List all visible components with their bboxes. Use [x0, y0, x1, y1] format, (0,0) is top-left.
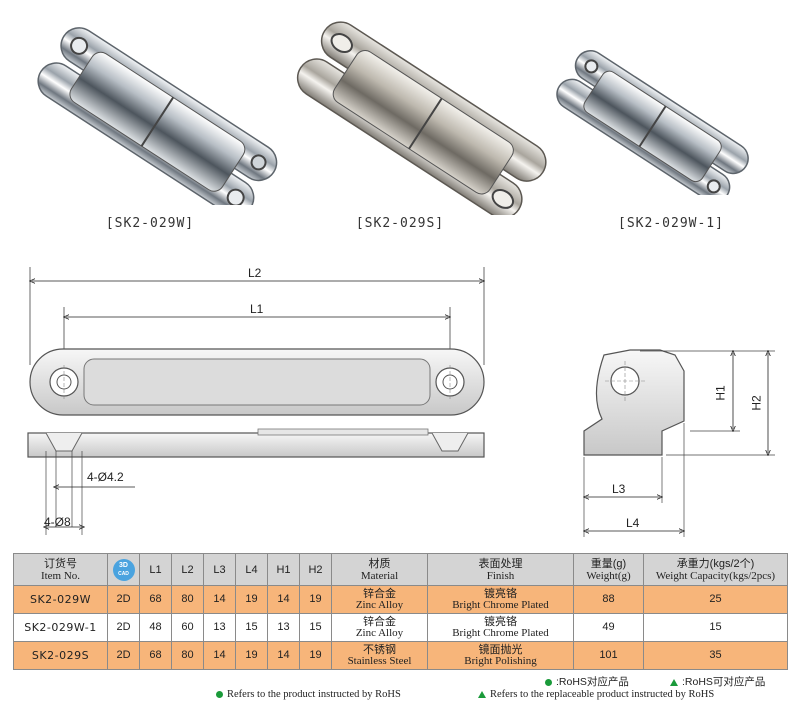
cell-weight: 101 — [573, 641, 644, 670]
cell-h1: 14 — [267, 585, 300, 614]
dim-label-l4: L4 — [626, 516, 640, 530]
cell-cad[interactable]: 2D — [107, 641, 140, 670]
cell-weight: 49 — [573, 613, 644, 642]
cell-capacity: 15 — [643, 613, 788, 642]
table-row: SK2-029W 2D 68 80 14 19 14 19 锌合金 Zinc A… — [13, 585, 788, 614]
header-l2: L2 — [171, 553, 204, 586]
spec-table: 订货号 Item No. 3D CAD L1 L2 L3 L4 H1 H2 材质… — [13, 553, 788, 670]
cad-icon: 3D CAD — [112, 558, 135, 581]
table-row: SK2-029W-1 2D 48 60 13 15 13 15 锌合金 Zinc… — [13, 613, 788, 642]
product-caption-sk2-029w-1: [SK2-029W-1] — [618, 216, 724, 231]
header-cad: 3D CAD — [107, 553, 140, 586]
hinge-photo-sk2-029s — [296, 21, 547, 215]
cell-material: 锌合金 Zinc Alloy — [331, 585, 428, 614]
header-weight-en: Weight(g) — [586, 569, 631, 582]
cell-cad[interactable]: 2D — [107, 613, 140, 642]
cell-material-en: Zinc Alloy — [355, 626, 404, 639]
header-l3: L3 — [203, 553, 236, 586]
header-finish-cn: 表面处理 — [478, 557, 523, 570]
cell-h2: 19 — [299, 641, 332, 670]
dim-label-l2: L2 — [248, 266, 262, 280]
product-caption-sk2-029w: [SK2-029W] — [105, 216, 195, 231]
header-weight: 重量(g) Weight(g) — [573, 553, 644, 586]
cell-cad[interactable]: 2D — [107, 585, 140, 614]
cell-finish-cn: 镀亮铬 — [484, 587, 517, 600]
cell-finish-cn: 镜面抛光 — [478, 643, 523, 656]
cell-capacity: 25 — [643, 585, 788, 614]
rohs-note-cn: :RoHS对应产品 — [545, 674, 629, 689]
cell-material-cn: 锌合金 — [363, 587, 396, 600]
dim-label-hole-4-2: 4-Ø4.2 — [87, 470, 124, 484]
cell-l2: 80 — [171, 641, 204, 670]
cell-material-cn: 不锈钢 — [363, 643, 396, 656]
header-item-cn: 订货号 — [44, 557, 77, 570]
header-h1: H1 — [267, 553, 300, 586]
cell-item[interactable]: SK2-029S — [13, 641, 108, 670]
header-capacity-cn: 承重力(kgs/2个) — [676, 557, 755, 570]
header-weight-cn: 重量(g) — [590, 557, 627, 570]
header-l4: L4 — [235, 553, 268, 586]
rohs-replace-note-cn: :RoHS可对应产品 — [670, 674, 765, 689]
header-h2: H2 — [299, 553, 332, 586]
dim-label-h1: H1 — [713, 385, 728, 401]
header-material-en: Material — [360, 569, 399, 582]
header-item-en: Item No. — [40, 569, 81, 582]
cell-l3: 13 — [203, 613, 236, 642]
header-capacity: 承重力(kgs/2个) Weight Capacity(kgs/2pcs) — [643, 553, 788, 586]
cell-finish-en: Bright Polishing — [464, 654, 537, 667]
cell-finish: 镜面抛光 Bright Polishing — [427, 641, 574, 670]
cell-material-en: Stainless Steel — [347, 654, 412, 667]
cell-l3: 14 — [203, 585, 236, 614]
header-item: 订货号 Item No. — [13, 553, 108, 586]
rohs-replace-note-en: Refers to the replaceable product instru… — [478, 689, 714, 700]
technical-drawing — [27, 267, 775, 537]
cell-h2: 15 — [299, 613, 332, 642]
cell-material: 不锈钢 Stainless Steel — [331, 641, 428, 670]
hinge-photo-sk2-029w-1 — [556, 50, 749, 195]
table-row: SK2-029S 2D 68 80 14 19 14 19 不锈钢 Stainl… — [13, 641, 788, 670]
rohs-triangle-icon — [478, 691, 486, 699]
product-caption-sk2-029s: [SK2-029S] — [355, 216, 445, 231]
rohs-triangle-icon — [670, 678, 678, 686]
rohs-dot-icon — [545, 678, 552, 686]
cell-h2: 19 — [299, 585, 332, 614]
cell-l1: 68 — [139, 585, 172, 614]
cell-l3: 14 — [203, 641, 236, 670]
cell-finish-en: Bright Chrome Plated — [452, 626, 549, 639]
cell-l2: 60 — [171, 613, 204, 642]
dim-label-l1: L1 — [250, 302, 264, 316]
cell-finish: 镀亮铬 Bright Chrome Plated — [427, 613, 574, 642]
header-finish: 表面处理 Finish — [427, 553, 574, 586]
rohs-note-en: Refers to the product instructed by RoHS — [216, 689, 401, 700]
cell-weight: 88 — [573, 585, 644, 614]
header-finish-en: Finish — [486, 569, 515, 582]
cell-l4: 19 — [235, 641, 268, 670]
dim-label-h2: H2 — [749, 395, 764, 411]
hinge-photo-sk2-029w — [37, 27, 278, 205]
cell-l1: 68 — [139, 641, 172, 670]
header-material-cn: 材质 — [368, 557, 391, 570]
cell-finish-cn: 镀亮铬 — [484, 615, 517, 628]
dim-label-l3: L3 — [612, 482, 626, 496]
header-l1: L1 — [139, 553, 172, 586]
cell-h1: 13 — [267, 613, 300, 642]
cell-l2: 80 — [171, 585, 204, 614]
cell-finish: 镀亮铬 Bright Chrome Plated — [427, 585, 574, 614]
cell-material-en: Zinc Alloy — [355, 598, 404, 611]
cell-capacity: 35 — [643, 641, 788, 670]
table-header-row: 订货号 Item No. 3D CAD L1 L2 L3 L4 H1 H2 材质… — [13, 553, 788, 586]
cell-l4: 19 — [235, 585, 268, 614]
header-capacity-en: Weight Capacity(kgs/2pcs) — [655, 569, 776, 582]
rohs-dot-icon — [216, 691, 223, 699]
cell-material-cn: 锌合金 — [363, 615, 396, 628]
cell-l4: 15 — [235, 613, 268, 642]
dim-label-hole-8: 4-Ø8 — [44, 515, 71, 529]
cell-item[interactable]: SK2-029W-1 — [13, 613, 108, 642]
cell-item[interactable]: SK2-029W — [13, 585, 108, 614]
cell-material: 锌合金 Zinc Alloy — [331, 613, 428, 642]
cell-h1: 14 — [267, 641, 300, 670]
cell-l1: 48 — [139, 613, 172, 642]
cell-finish-en: Bright Chrome Plated — [452, 598, 549, 611]
header-material: 材质 Material — [331, 553, 428, 586]
